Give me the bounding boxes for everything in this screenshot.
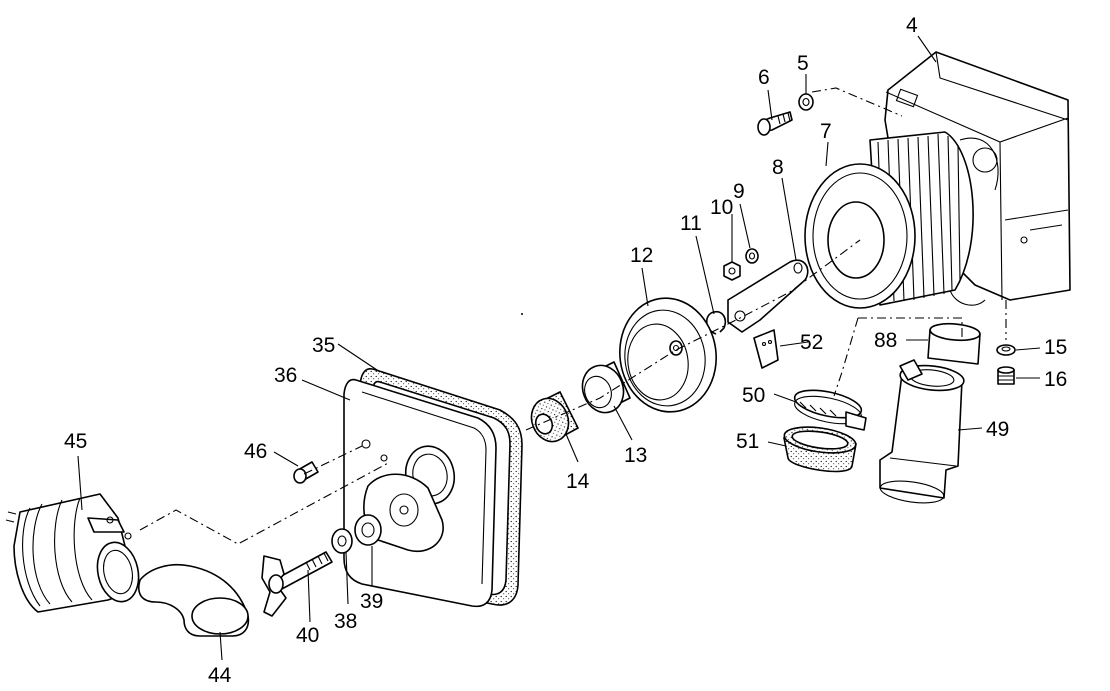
label-44: 44 [208, 664, 232, 687]
label-51: 51 [736, 430, 759, 453]
label-13: 13 [624, 444, 647, 467]
label-7: 7 [820, 120, 832, 143]
label-36: 36 [274, 364, 297, 387]
label-38: 38 [334, 610, 357, 633]
part-16-screw[interactable] [997, 366, 1015, 385]
label-9: 9 [733, 180, 745, 203]
label-11: 11 [680, 212, 702, 235]
label-88: 88 [874, 329, 897, 352]
part-7-filter-element[interactable] [804, 131, 974, 309]
label-50: 50 [742, 384, 765, 407]
label-39: 39 [360, 590, 383, 613]
part-52-clip[interactable] [753, 329, 779, 369]
label-10: 10 [710, 196, 733, 219]
label-15: 15 [1044, 336, 1067, 359]
part-51-foam-ring[interactable] [783, 423, 858, 473]
label-52: 52 [800, 331, 823, 354]
part-40-wing-bolt[interactable] [261, 551, 333, 617]
part-6-bolt[interactable] [757, 111, 793, 136]
part-49-intake-tube[interactable] [879, 359, 965, 506]
label-5: 5 [797, 52, 809, 75]
part-88-sleeve[interactable] [927, 322, 981, 365]
label-8: 8 [772, 156, 784, 179]
label-12: 12 [630, 244, 653, 267]
assembly-center-lines [139, 87, 1007, 545]
part-15-washer[interactable] [996, 344, 1016, 356]
part-46-plug[interactable] [293, 461, 319, 484]
stray-mark [521, 313, 523, 315]
part-39-washer[interactable] [354, 514, 382, 546]
label-49: 49 [986, 418, 1009, 441]
part-number-labels: 4 5 6 7 8 9 10 11 12 13 14 15 16 35 36 3… [64, 14, 1067, 687]
leader-lines [77, 35, 1041, 661]
part-44-elbow[interactable] [138, 564, 250, 637]
part-13-sleeve[interactable] [576, 360, 631, 419]
part-12-cover-plate[interactable] [613, 292, 724, 418]
part-36-back-plate[interactable] [343, 378, 497, 608]
label-16: 16 [1044, 368, 1067, 391]
label-45: 45 [64, 430, 87, 453]
label-35: 35 [312, 334, 335, 357]
label-4: 4 [906, 14, 918, 37]
label-46: 46 [244, 440, 267, 463]
part-5-washer[interactable] [798, 93, 814, 111]
part-45-silencer[interactable] [5, 493, 144, 613]
part-10-nut[interactable] [723, 261, 741, 281]
label-14: 14 [566, 470, 590, 493]
label-6: 6 [758, 66, 770, 89]
part-50-hose-clamp[interactable] [792, 385, 867, 431]
part-38-washer[interactable] [331, 528, 353, 554]
part-9-washer[interactable] [745, 248, 759, 264]
label-40: 40 [296, 624, 319, 647]
